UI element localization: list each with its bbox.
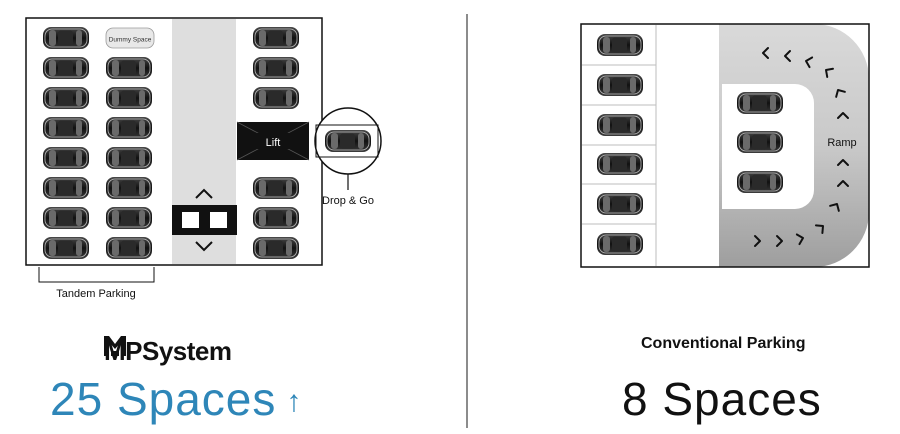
mps-car (42, 146, 90, 170)
conventional-layout: Ramp (580, 23, 870, 268)
conventional-title: Conventional Parking (641, 335, 806, 352)
dropgo-label: Drop & Go (322, 195, 374, 207)
conventional-car (596, 152, 644, 176)
lift-label: Lift (266, 137, 281, 149)
mpsystem-logo-icon (104, 336, 126, 356)
mpsystem-brand: MPSystem (104, 336, 232, 367)
tandem-label: Tandem Parking (56, 288, 136, 300)
mps-car (252, 176, 300, 200)
mps-car (42, 26, 90, 50)
conventional-car (736, 170, 784, 194)
mps-count-label: 25 Spaces (50, 373, 277, 425)
mps-car (252, 236, 300, 260)
mps-car (105, 116, 153, 140)
conventional-car (736, 130, 784, 154)
conventional-outline (580, 23, 870, 268)
conventional-car (596, 232, 644, 256)
section-divider (466, 14, 468, 428)
mps-car (252, 206, 300, 230)
drop-and-go-bay: Drop & Go (314, 107, 382, 207)
mps-car (105, 236, 153, 260)
mps-car (105, 206, 153, 230)
conventional-space-count: 8 Spaces (622, 373, 822, 425)
chevron-down-icon (195, 241, 213, 252)
mps-car (105, 86, 153, 110)
mps-layout: Dummy Space Lift Drop & Go (25, 17, 382, 300)
chevron-up-icon (195, 188, 213, 199)
mps-car (42, 176, 90, 200)
mps-car (42, 86, 90, 110)
dropgo-car (324, 129, 372, 153)
mps-car (42, 236, 90, 260)
tandem-bracket: Tandem Parking (38, 267, 155, 300)
conventional-car (596, 33, 644, 57)
mps-car (252, 26, 300, 50)
mps-car (42, 116, 90, 140)
mps-car (105, 56, 153, 80)
dummy-space: Dummy Space (105, 27, 155, 49)
ramp-label: Ramp (827, 137, 856, 149)
mps-car (252, 86, 300, 110)
arrow-up-icon: ↑ (286, 385, 303, 418)
mps-car (42, 56, 90, 80)
mps-car (105, 176, 153, 200)
stall-lines (582, 64, 656, 225)
conventional-car (596, 192, 644, 216)
conventional-car (596, 113, 644, 137)
conventional-car (736, 91, 784, 115)
mps-car (105, 146, 153, 170)
conventional-car (596, 73, 644, 97)
mps-car (42, 206, 90, 230)
mps-space-count: 25 Spaces ↑ (50, 372, 302, 426)
vertical-shuttle (172, 188, 237, 252)
mps-car (252, 56, 300, 80)
lift-platform: Lift (236, 121, 310, 161)
dummy-space-label: Dummy Space (109, 37, 152, 44)
